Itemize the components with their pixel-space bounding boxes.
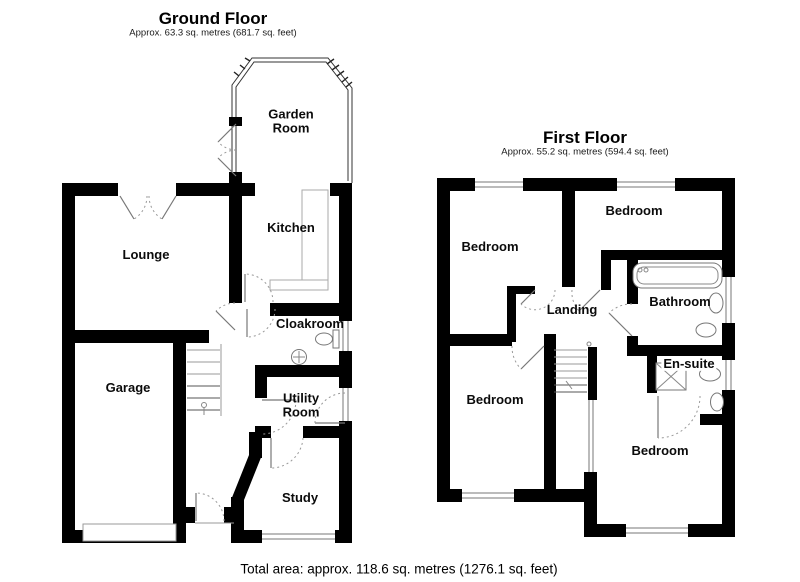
utility-window (339, 388, 352, 421)
bedroom-front-left-window (475, 178, 523, 191)
kitchen-door (244, 273, 274, 303)
door-arcs-ground (119, 123, 346, 522)
total-area-text: Total area: approx. 118.6 sq. metres (12… (240, 561, 558, 577)
room-label-bedroom-back-right: Bedroom (631, 442, 689, 458)
utility-rear-door (314, 392, 346, 424)
lounge-french-doors (119, 195, 177, 220)
first-floor-title: First Floor (542, 128, 628, 147)
ground-floor-area: Approx. 63.3 sq. metres (681.7 sq. feet) (129, 27, 297, 39)
stair-screen-partition (588, 400, 594, 472)
kitchen-counter (269, 189, 329, 291)
room-label-bathroom: Bathroom (649, 293, 711, 309)
stairs-ground (187, 344, 222, 416)
room-label-kitchen: Kitchen (267, 219, 315, 235)
bathroom-sink-icon (708, 292, 724, 314)
bedroom-front-right-window (617, 178, 675, 191)
study-window (262, 530, 335, 543)
room-label-en-suite: En-suite (661, 355, 717, 372)
bathroom-door (608, 303, 633, 337)
garage-door (82, 523, 177, 542)
bedroom-back-right-window (626, 524, 688, 537)
bathroom-toilet-icon (695, 322, 717, 338)
bathroom-window (722, 277, 735, 323)
bedroom-back-left-door (511, 345, 545, 370)
bedroom-front-left-door (520, 289, 556, 311)
en-suite-sink-icon (710, 392, 724, 412)
ground-floor-plan (62, 57, 353, 543)
garden-room-doors (217, 123, 237, 177)
stairs-first (554, 341, 592, 393)
lounge-door (215, 302, 236, 331)
bay-roof-hatch (233, 57, 353, 88)
cloakroom-door (246, 308, 276, 338)
room-label-landing: Landing (546, 301, 598, 317)
ground-floor-windows (262, 321, 352, 543)
door-arcs-first (511, 289, 701, 439)
room-label-study: Study (281, 489, 319, 505)
en-suite-window (722, 360, 735, 390)
first-floor-windows (462, 178, 735, 537)
toilet-icon (315, 329, 340, 349)
bathtub-icon (632, 262, 723, 289)
utility-door (261, 399, 297, 435)
sink-icon (291, 349, 307, 365)
room-label-garden-room: Garden Room (268, 106, 314, 136)
garden-room-glazing (231, 57, 353, 183)
study-door (270, 437, 304, 469)
room-label-cloakroom: Cloakroom (276, 315, 344, 331)
first-floor-area: Approx. 55.2 sq. metres (594.4 sq. feet) (501, 146, 669, 158)
room-label-lounge: Lounge (122, 246, 170, 262)
room-label-bedroom-back-left: Bedroom (466, 391, 524, 407)
room-label-bedroom-front-right: Bedroom (605, 202, 663, 218)
ground-floor-walls (62, 117, 352, 543)
bedroom-front-right-door (571, 289, 601, 312)
ground-floor-title: Ground Floor (158, 9, 268, 28)
room-label-garage: Garage (105, 379, 151, 395)
room-label-utility-room: Utility Room (282, 390, 320, 420)
cloakroom-window (339, 321, 352, 351)
front-door (195, 492, 225, 522)
bedroom-back-right-door (657, 395, 701, 439)
bedroom-back-left-window (462, 489, 514, 502)
room-label-bedroom-front-left: Bedroom (461, 238, 519, 254)
first-floor-plan (437, 178, 735, 537)
